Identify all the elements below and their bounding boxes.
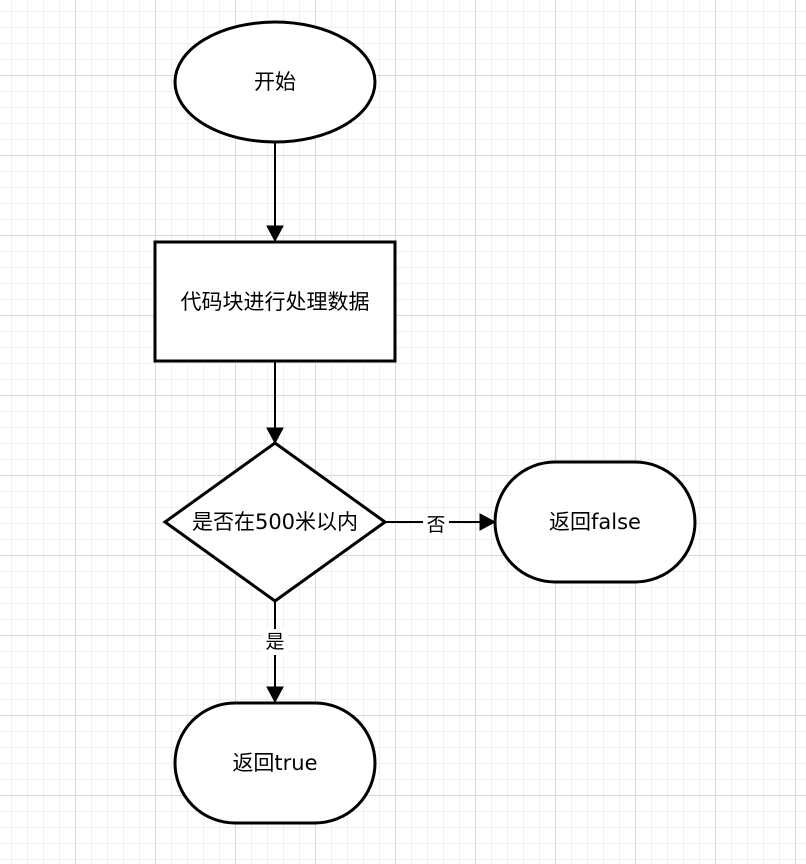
node-return-false[interactable]: 返回false — [493, 460, 697, 584]
return-true-label: 返回true — [232, 751, 317, 775]
arrow-head — [266, 686, 284, 704]
edge-label-yes: 是 — [265, 631, 284, 653]
connector-decision-to-true: 是 — [262, 602, 288, 704]
arrow-head — [479, 513, 497, 531]
return-false-label: 返回false — [549, 510, 641, 534]
node-return-true[interactable]: 返回true — [173, 701, 377, 825]
return-false-terminator — [493, 460, 697, 584]
node-process[interactable]: 代码块进行处理数据 — [153, 240, 397, 363]
start-label: 开始 — [254, 70, 296, 94]
node-start[interactable]: 开始 — [173, 20, 377, 144]
return-true-terminator — [173, 701, 377, 825]
process-rectangle — [153, 240, 397, 363]
decision-label: 是否在500米以内 — [192, 510, 358, 534]
connector-process-to-decision — [266, 362, 284, 445]
process-label: 代码块进行处理数据 — [181, 290, 370, 314]
decision-diamond — [162, 441, 388, 603]
arrow-head — [266, 225, 284, 243]
edge-label-no: 否 — [426, 514, 445, 536]
connector-decision-to-false: 否 — [384, 511, 497, 536]
connector-start-to-process — [266, 142, 284, 243]
start-ellipse — [173, 20, 377, 144]
arrow-head — [266, 427, 284, 445]
node-decision[interactable]: 是否在500米以内 — [162, 441, 388, 603]
